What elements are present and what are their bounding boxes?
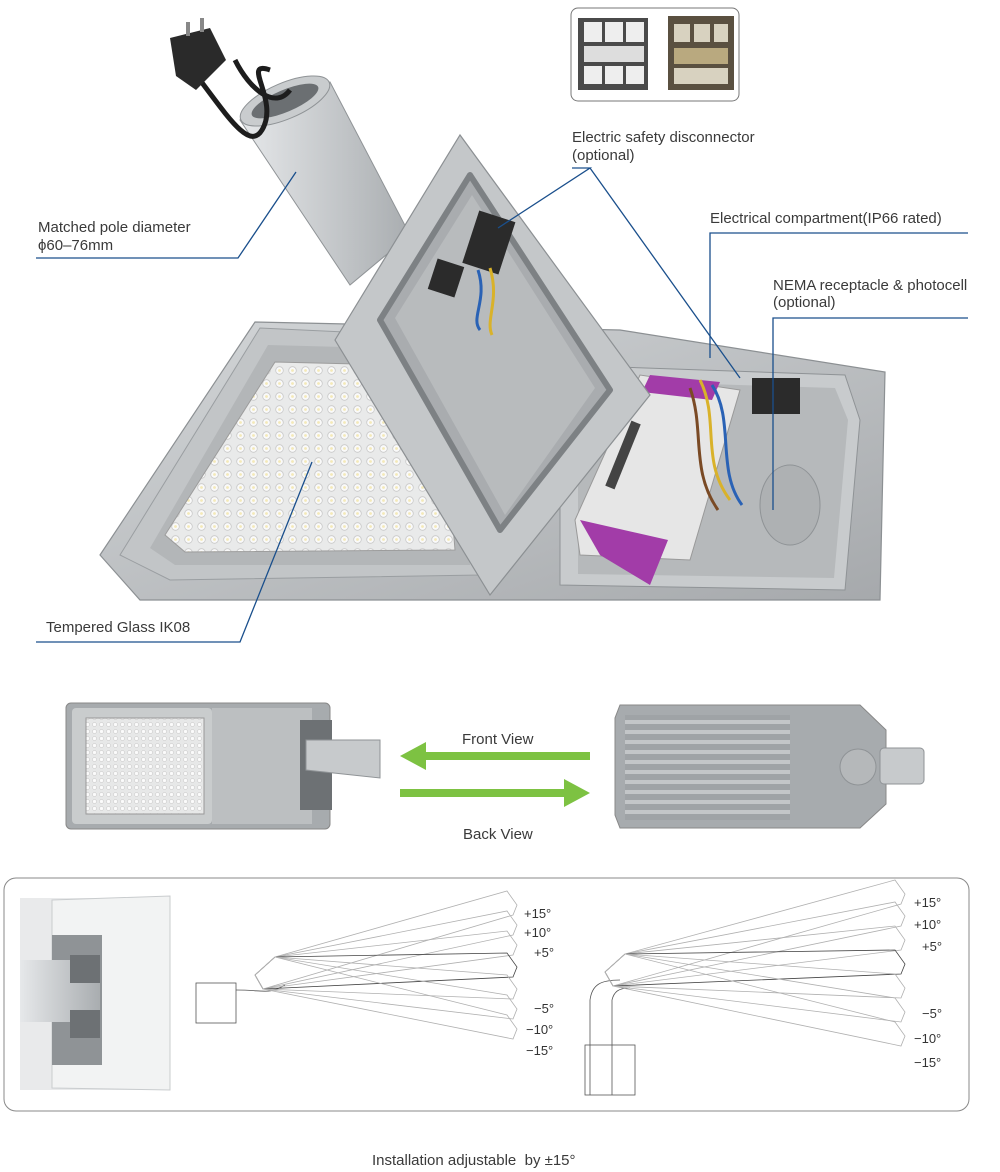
angle-label-plus15-a: +15° bbox=[524, 906, 552, 921]
callout-nema-line2: (optional) bbox=[773, 294, 836, 311]
leader-compartment bbox=[709, 232, 968, 358]
callout-pole-diameter-line2: ϕ60–76mm bbox=[38, 237, 114, 254]
leader-disconnector bbox=[497, 167, 593, 229]
angle-label-plus15-b: +15° bbox=[914, 895, 942, 910]
callout-disconnector-line1: Electric safety disconnector bbox=[572, 129, 755, 146]
angle-label-minus15-a: −15° bbox=[526, 1043, 554, 1058]
callout-leader-lines bbox=[36, 167, 968, 643]
angle-label-plus5-a: +5° bbox=[534, 945, 555, 960]
adjustment-panel-frame bbox=[3, 877, 970, 1112]
led-driver bbox=[574, 374, 741, 585]
tilt-outline bbox=[604, 953, 906, 1047]
angle-label-plus10-a: +10° bbox=[524, 925, 552, 940]
leader-glass bbox=[36, 461, 313, 643]
tilt-diagram-post-top bbox=[584, 879, 906, 1096]
angle-label-minus15-b: −15° bbox=[914, 1055, 942, 1070]
power-plug bbox=[170, 18, 292, 139]
angle-label-minus5-a: −5° bbox=[534, 1001, 555, 1016]
tilt-diagram-side-entry bbox=[195, 890, 518, 1040]
back-view-arrow bbox=[400, 779, 590, 807]
callout-disconnector-line2: (optional) bbox=[572, 147, 635, 164]
callout-tempered-glass: Tempered Glass IK08 bbox=[46, 619, 191, 636]
angle-label-minus10-b: −10° bbox=[914, 1031, 942, 1046]
terminal-block-inset bbox=[570, 7, 740, 102]
back-view-image bbox=[614, 704, 925, 829]
back-view-label: Back View bbox=[463, 826, 533, 843]
leader-disconnector-2 bbox=[589, 167, 741, 379]
bracket-closeup-image bbox=[20, 895, 171, 1091]
front-view-image bbox=[65, 702, 381, 830]
callout-electrical-compartment: Electrical compartment(IP66 rated) bbox=[710, 210, 942, 227]
angle-label-plus5-b: +5° bbox=[922, 939, 943, 954]
angle-label-plus10-b: +10° bbox=[914, 917, 942, 932]
callout-pole-diameter-line1: Matched pole diameter bbox=[38, 219, 191, 236]
leader-nema bbox=[772, 317, 968, 510]
leader-pole bbox=[36, 171, 297, 259]
callout-nema-line1: NEMA receptacle & photocell bbox=[773, 277, 968, 294]
front-view-label: Front View bbox=[462, 731, 534, 748]
angle-label-minus5-b: −5° bbox=[922, 1006, 943, 1021]
pole-bracket bbox=[239, 75, 411, 286]
hinged-cover bbox=[334, 133, 651, 597]
nema-receptacle bbox=[688, 378, 821, 546]
tilt-outline bbox=[254, 956, 518, 1040]
adjustment-caption: Installation adjustable by ±15° bbox=[372, 1152, 576, 1169]
angle-label-minus10-a: −10° bbox=[526, 1022, 554, 1037]
front-view-arrow bbox=[400, 742, 590, 770]
